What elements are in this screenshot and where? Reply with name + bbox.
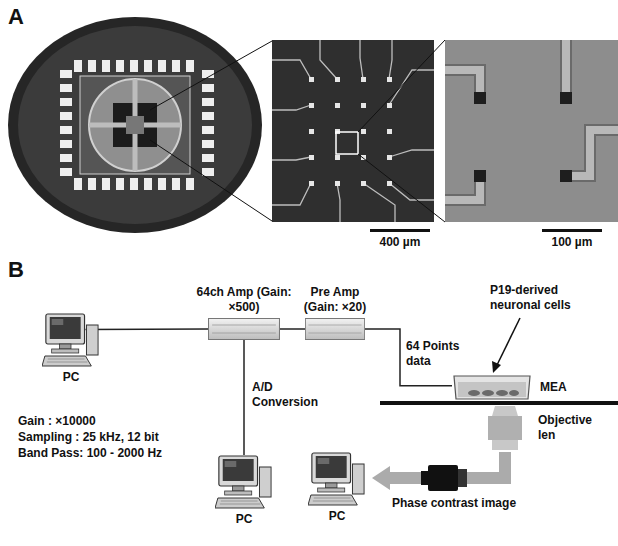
amplifier: 64ch Amp (Gain: ×500): [208, 318, 280, 340]
mea-dish: [452, 374, 532, 400]
mea-dish-node: MEA: [452, 374, 532, 400]
amplifier-box: [208, 318, 280, 340]
connector: [280, 328, 305, 330]
amplifier-label: 64ch Amp (Gain: ×500): [196, 285, 292, 315]
preamplifier: Pre Amp (Gain: ×20): [305, 318, 365, 340]
mea-label: MEA: [540, 380, 567, 395]
pc-icon: [42, 313, 100, 368]
mea-chip-photo: [8, 17, 262, 233]
camera-icon: [421, 465, 467, 491]
objective-lens: [480, 406, 530, 450]
computer: PC: [215, 455, 273, 510]
microscope-stage: [380, 401, 618, 405]
computer-label: PC: [329, 509, 346, 524]
computer: PC: [42, 313, 100, 368]
computer-label: PC: [63, 370, 80, 385]
preamplifier-label: Pre Amp (Gain: ×20): [295, 285, 375, 315]
spec-note: Gain : ×10000: [18, 414, 96, 429]
zoomed-micrograph: [445, 40, 618, 222]
connector: [243, 340, 245, 455]
optical-path-arrow: [372, 452, 505, 490]
image-label: Phase contrast image: [392, 496, 516, 511]
scale-bar: [542, 229, 602, 232]
leader-arrow: [492, 318, 520, 373]
spec-note: Band Pass: 100 - 2000 Hz: [18, 446, 162, 461]
scale-label: 100 µm: [532, 235, 612, 250]
computer-label: PC: [236, 512, 253, 527]
panel-letter: A: [8, 3, 24, 31]
spec-note: Sampling : 25 kHz, 12 bit: [18, 430, 159, 445]
pc-icon: [308, 452, 366, 507]
panel-letter: B: [8, 256, 24, 284]
objective-node: Objective len: [480, 406, 530, 450]
scale-bar: [370, 229, 430, 232]
cell-label: P19-derived neuronal cells: [490, 283, 608, 313]
connector-label: A/D Conversion: [252, 380, 330, 410]
computer: PC: [308, 452, 366, 507]
objective-label: Objective len: [538, 413, 610, 443]
connector: [86, 328, 209, 330]
pc-icon: [215, 455, 273, 510]
connector-label: 64 Points data: [406, 339, 468, 369]
amplifier-box: [305, 318, 365, 340]
scale-label: 400 µm: [360, 235, 440, 250]
